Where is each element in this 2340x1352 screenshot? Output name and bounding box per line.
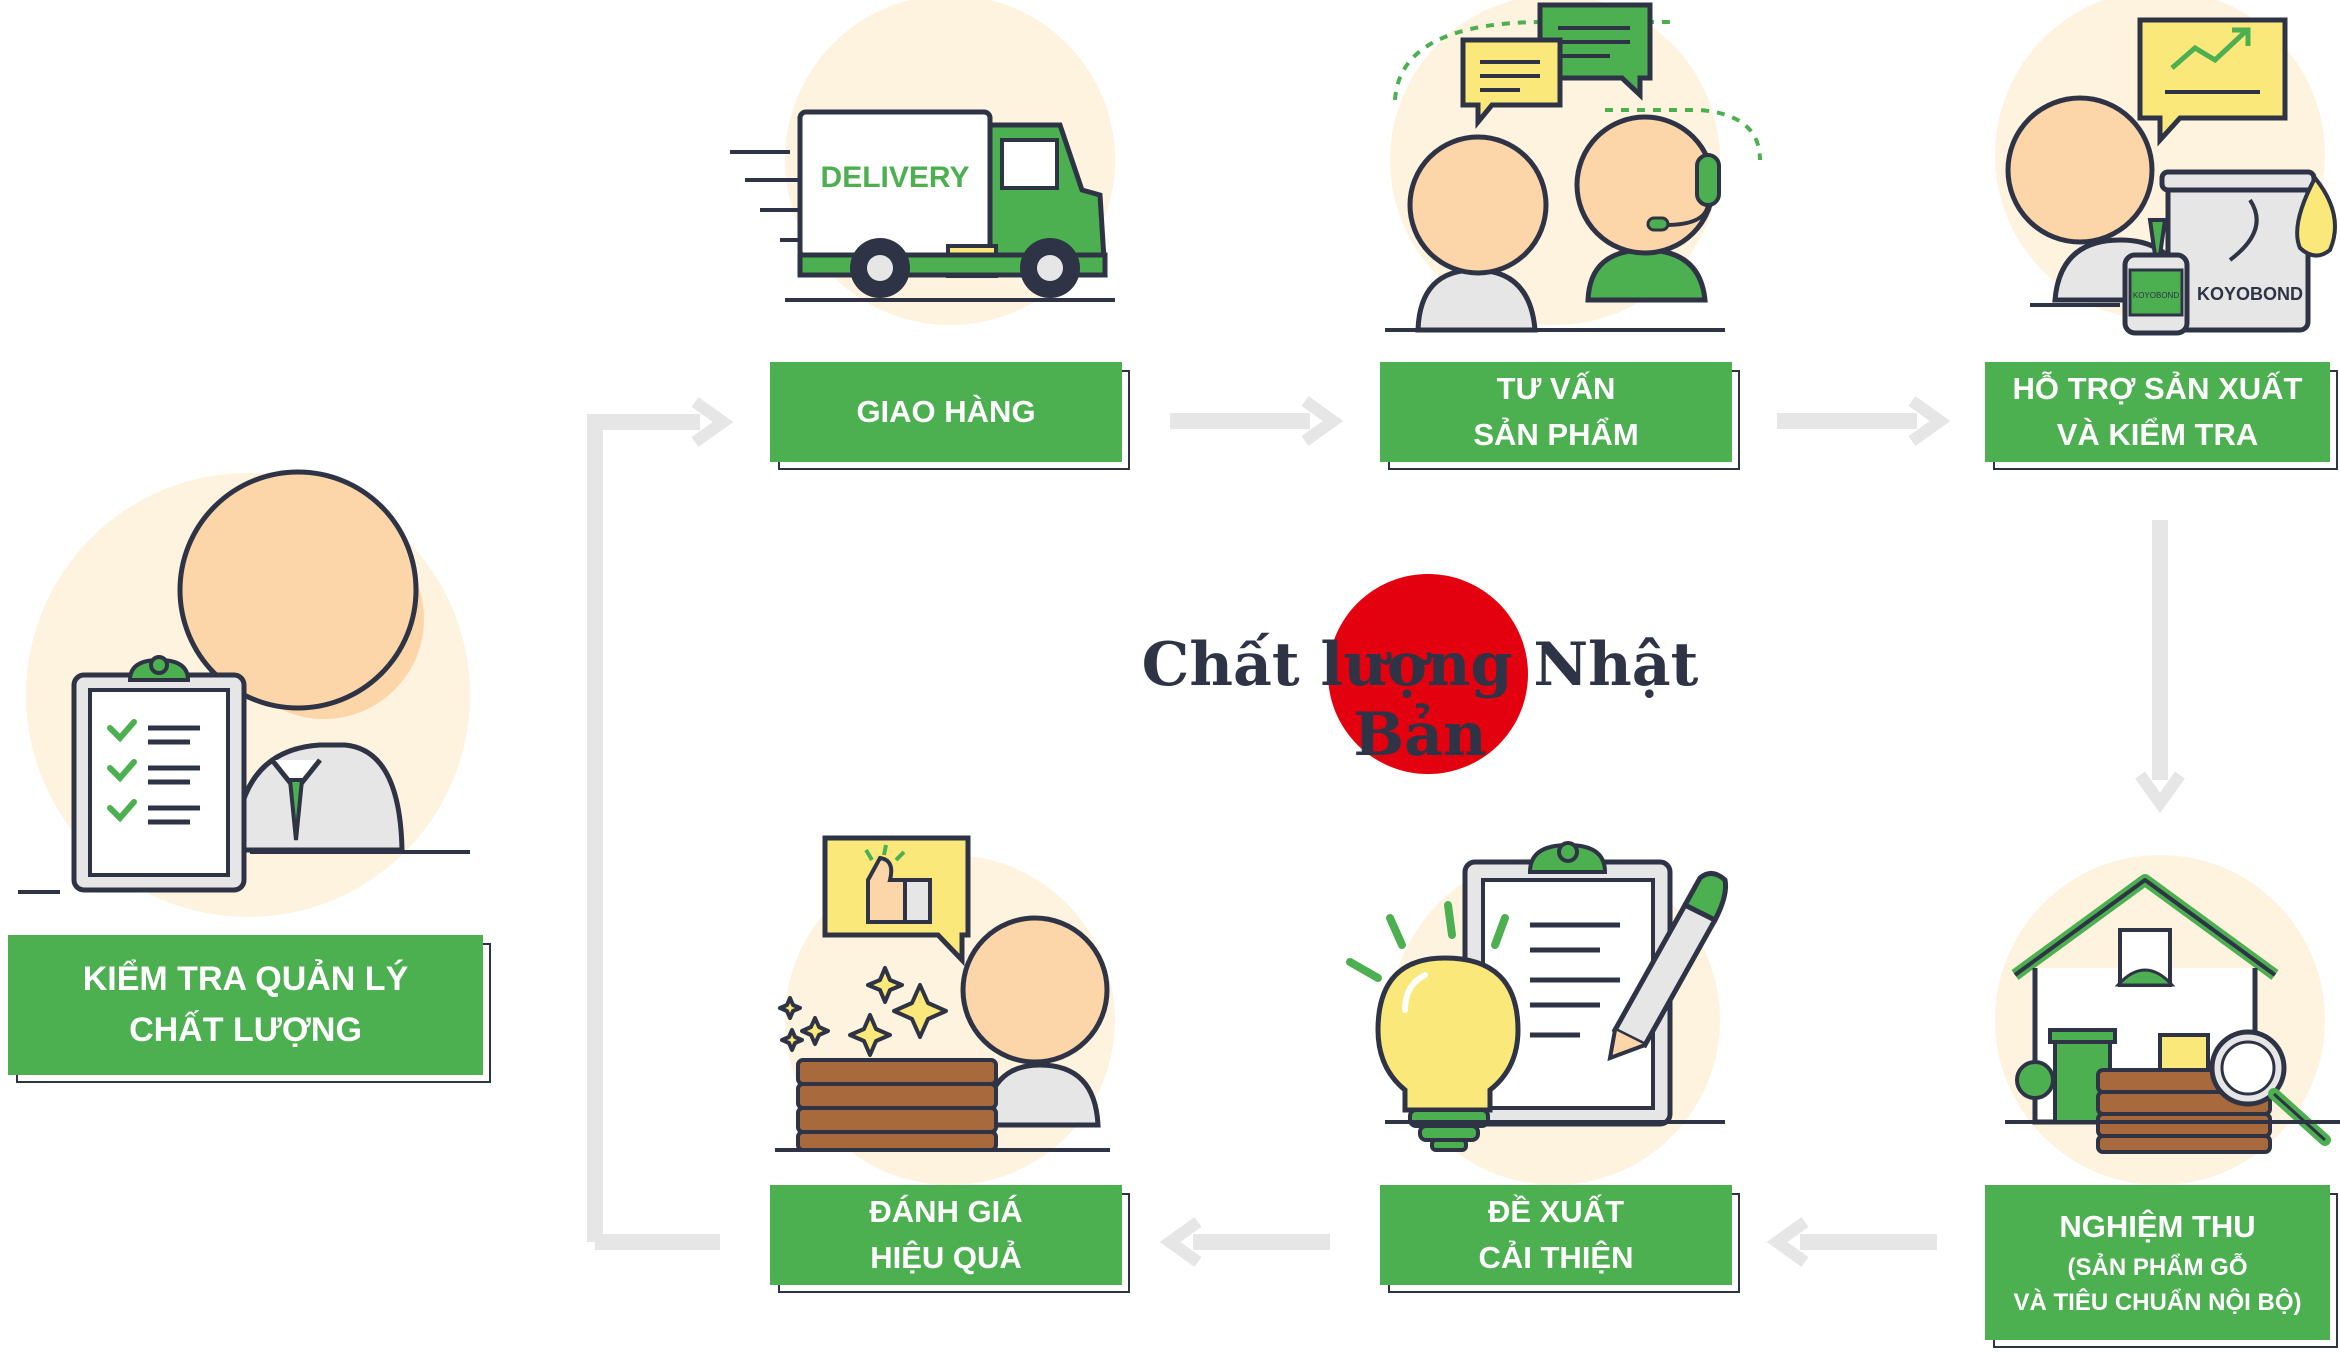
arrow-head-3	[2135, 771, 2185, 814]
qc-illustration	[18, 469, 470, 917]
flow-arrows	[587, 396, 2185, 1267]
arrow-head-4	[1766, 1217, 1809, 1267]
improve-line2: CẢI THIỆN	[1478, 1240, 1634, 1275]
glue-bottle-icon: KOYOBOND	[2122, 218, 2190, 336]
qc-line2: CHẤT LƯỢNG	[129, 1011, 362, 1049]
growth-chart-icon	[2137, 17, 2288, 147]
accept-line2: (SẢN PHẨM GỖ	[2067, 1253, 2248, 1281]
label-consult: TƯ VẤN SẢN PHẨM	[1380, 362, 1732, 462]
bottle-label: KOYOBOND	[2133, 291, 2179, 300]
bucket-label: KOYOBOND	[2197, 284, 2303, 304]
evaluate-line2: HIỆU QUẢ	[870, 1240, 1022, 1275]
improve-illustration	[1346, 841, 1728, 1185]
improve-line1: ĐỀ XUẤT	[1487, 1193, 1625, 1229]
headset-icon	[1646, 153, 1721, 232]
red-sun	[1328, 574, 1528, 774]
qc-line1: KIỂM TRA QUẢN LÝ	[82, 960, 409, 998]
clipboard-checklist-icon	[71, 655, 247, 893]
label-deliver: GIAO HÀNG	[770, 362, 1122, 462]
clipboard-pen-icon	[1462, 841, 1728, 1127]
arrow-head-2	[1908, 396, 1951, 446]
label-evaluate: ĐÁNH GIÁ HIỆU QUẢ	[770, 1185, 1122, 1285]
sparkle-icon	[778, 966, 948, 1057]
accept-line1: NGHIỆM THU	[2059, 1209, 2256, 1245]
support-illustration: KOYOBOND KOYOBOND	[1995, 0, 2337, 336]
delivery-truck-icon: DELIVERY	[730, 0, 1115, 325]
magnifier-icon	[2209, 1029, 2331, 1146]
thumbs-up-icon	[822, 835, 971, 967]
arrow-head-5	[1159, 1217, 1202, 1267]
loop-line	[587, 414, 700, 1242]
glue-bucket-icon: KOYOBOND	[2159, 169, 2337, 333]
evaluate-line1: ĐÁNH GIÁ	[869, 1193, 1023, 1229]
label-qc: KIỂM TRA QUẢN LÝ CHẤT LƯỢNG	[8, 935, 483, 1075]
label-accept: NGHIỆM THU (SẢN PHẨM GỖ VÀ TIÊU CHUẨN NỘ…	[1985, 1185, 2330, 1340]
consult-illustration	[1385, 0, 1762, 333]
truck-wheels	[850, 238, 1080, 298]
label-improve: ĐỀ XUẤT CẢI THIỆN	[1380, 1185, 1732, 1285]
truck-label: DELIVERY	[821, 161, 970, 194]
arrow-head-1	[1301, 396, 1344, 446]
support-line2: VÀ KIỂM TRA	[2056, 417, 2259, 452]
consult-line1: TƯ VẤN	[1496, 370, 1616, 406]
evaluate-illustration	[775, 835, 1115, 1185]
label-support: HỖ TRỢ SẢN XUẤT VÀ KIỂM TRA	[1985, 362, 2330, 462]
chat-bubbles-icon	[1460, 2, 1653, 129]
lightbulb-icon	[1346, 901, 1521, 1152]
accept-illustration	[1995, 855, 2340, 1185]
consult-line2: SẢN PHẨM	[1473, 417, 1639, 452]
arrow-head-loop	[691, 397, 734, 447]
deliver-line1: GIAO HÀNG	[856, 393, 1036, 429]
accept-line3: VÀ TIÊU CHUẨN NỘI BỘ)	[2013, 1288, 2302, 1316]
wood-planks-icon	[796, 1058, 998, 1152]
center-title: Chất lượng Nhật Bản	[1141, 630, 1699, 770]
support-line1: HỖ TRỢ SẢN XUẤT	[2012, 370, 2303, 406]
